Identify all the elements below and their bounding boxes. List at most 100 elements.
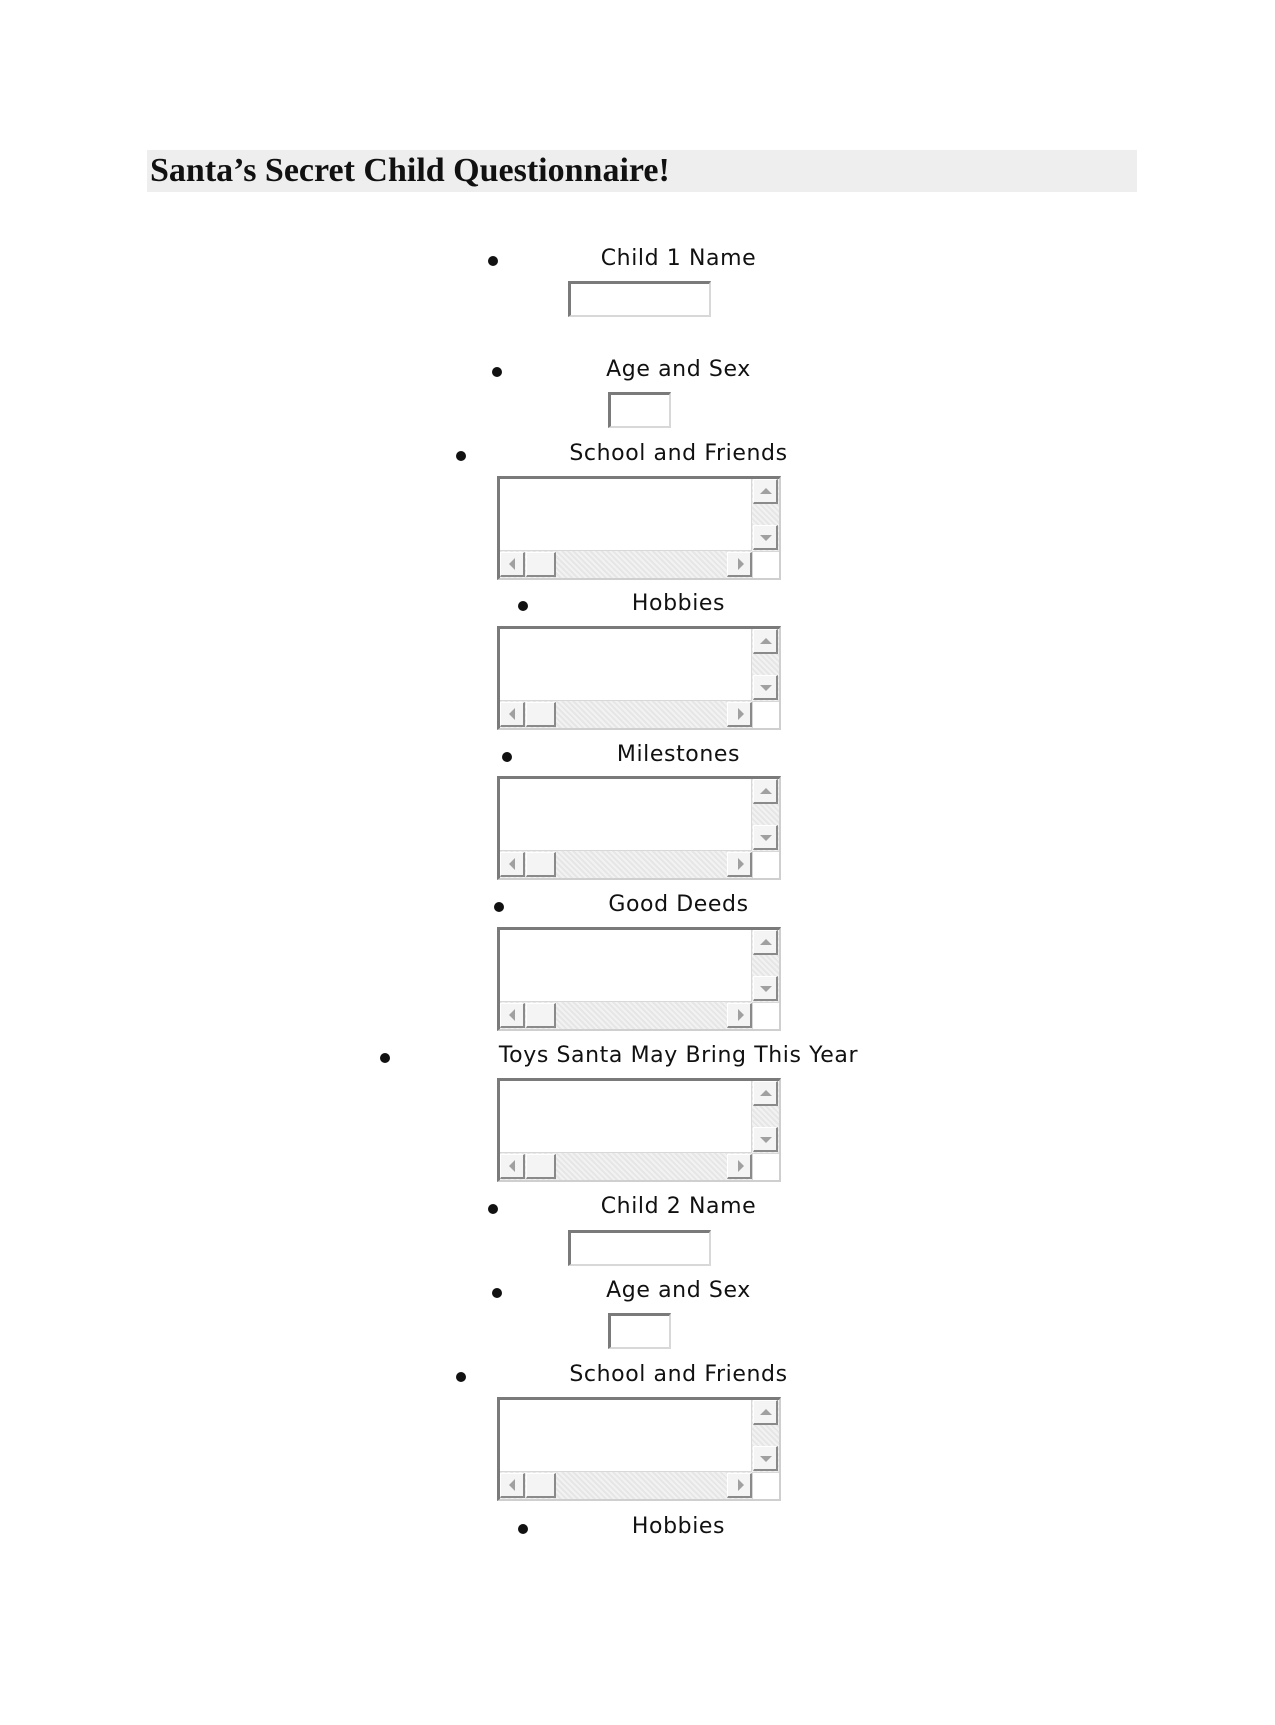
field-label-child-1-name: Child 1 Name — [600, 246, 757, 271]
arrow-down-icon — [760, 986, 772, 992]
page-title: Santa’s Secret Child Questionnaire! — [150, 152, 670, 189]
horizontal-scrollbar[interactable] — [500, 1471, 752, 1499]
child-1-age-sex-input[interactable] — [608, 392, 671, 428]
bullet — [488, 256, 498, 266]
scroll-right-button[interactable] — [727, 852, 752, 877]
field-label-milestones: Milestones — [616, 742, 741, 767]
vertical-scrollbar[interactable] — [751, 1081, 779, 1153]
horizontal-scrollbar[interactable] — [500, 1001, 752, 1029]
arrow-down-icon — [760, 1137, 772, 1143]
scroll-thumb[interactable] — [526, 552, 556, 577]
horizontal-scrollbar[interactable] — [500, 850, 752, 878]
bullet — [456, 451, 466, 461]
child-1-good-deeds-textarea[interactable] — [497, 927, 781, 1031]
scroll-up-button[interactable] — [753, 779, 778, 804]
scroll-thumb[interactable] — [526, 702, 556, 727]
field-label-hobbies: Hobbies — [631, 1514, 726, 1539]
vertical-scrollbar[interactable] — [751, 930, 779, 1002]
title-bar: Santa’s Secret Child Questionnaire! — [147, 150, 1137, 192]
arrow-down-icon — [760, 835, 772, 841]
field-label-child-2-name: Child 2 Name — [600, 1194, 757, 1219]
scrollbar-corner — [752, 551, 779, 578]
arrow-down-icon — [760, 1456, 772, 1462]
scrollbar-corner — [752, 1002, 779, 1029]
child-1-name-input[interactable] — [568, 281, 711, 317]
arrow-right-icon — [738, 708, 744, 720]
field-label-age-and-sex: Age and Sex — [606, 1278, 751, 1303]
bullet — [456, 1372, 466, 1382]
child-2-age-sex-input[interactable] — [608, 1313, 671, 1349]
scroll-left-button[interactable] — [500, 552, 525, 577]
arrow-left-icon — [509, 1160, 515, 1172]
horizontal-scrollbar[interactable] — [500, 1152, 752, 1180]
bullet — [380, 1053, 390, 1063]
arrow-up-icon — [760, 638, 772, 644]
horizontal-scrollbar[interactable] — [500, 700, 752, 728]
scroll-left-button[interactable] — [500, 1003, 525, 1028]
scroll-down-button[interactable] — [753, 1127, 778, 1152]
child-1-school-friends-textarea[interactable] — [497, 476, 781, 580]
scroll-left-button[interactable] — [500, 1473, 525, 1498]
arrow-right-icon — [738, 1160, 744, 1172]
field-label-age-and-sex: Age and Sex — [606, 357, 751, 382]
scroll-right-button[interactable] — [727, 1154, 752, 1179]
arrow-left-icon — [509, 858, 515, 870]
scroll-right-button[interactable] — [727, 1473, 752, 1498]
arrow-left-icon — [509, 1479, 515, 1491]
child-2-school-friends-textarea[interactable] — [497, 1397, 781, 1501]
vertical-scrollbar[interactable] — [751, 479, 779, 551]
field-label-school-and-friends: School and Friends — [569, 1362, 788, 1387]
scroll-down-button[interactable] — [753, 976, 778, 1001]
scroll-right-button[interactable] — [727, 702, 752, 727]
bullet — [502, 752, 512, 762]
arrow-up-icon — [760, 1090, 772, 1096]
scroll-down-button[interactable] — [753, 825, 778, 850]
vertical-scrollbar[interactable] — [751, 779, 779, 851]
field-label-toys: Toys Santa May Bring This Year — [498, 1043, 859, 1068]
scroll-left-button[interactable] — [500, 852, 525, 877]
scroll-right-button[interactable] — [727, 552, 752, 577]
scroll-up-button[interactable] — [753, 1400, 778, 1425]
scroll-thumb[interactable] — [526, 1003, 556, 1028]
bullet — [518, 601, 528, 611]
arrow-right-icon — [738, 1009, 744, 1021]
scroll-right-button[interactable] — [727, 1003, 752, 1028]
scroll-up-button[interactable] — [753, 479, 778, 504]
scroll-up-button[interactable] — [753, 930, 778, 955]
scroll-thumb[interactable] — [526, 852, 556, 877]
child-1-milestones-textarea[interactable] — [497, 776, 781, 880]
scroll-left-button[interactable] — [500, 1154, 525, 1179]
scrollbar-corner — [752, 1472, 779, 1499]
scroll-down-button[interactable] — [753, 525, 778, 550]
field-label-school-and-friends: School and Friends — [569, 441, 788, 466]
scrollbar-corner — [752, 701, 779, 728]
field-label-good-deeds: Good Deeds — [608, 892, 749, 917]
bullet — [494, 902, 504, 912]
scroll-up-button[interactable] — [753, 629, 778, 654]
scroll-thumb[interactable] — [526, 1154, 556, 1179]
scroll-down-button[interactable] — [753, 1446, 778, 1471]
arrow-left-icon — [509, 1009, 515, 1021]
arrow-up-icon — [760, 788, 772, 794]
arrow-up-icon — [760, 488, 772, 494]
scroll-up-button[interactable] — [753, 1081, 778, 1106]
bullet — [492, 367, 502, 377]
scroll-left-button[interactable] — [500, 702, 525, 727]
arrow-up-icon — [760, 939, 772, 945]
child-2-name-input[interactable] — [568, 1230, 711, 1266]
arrow-down-icon — [760, 685, 772, 691]
bullet — [492, 1288, 502, 1298]
vertical-scrollbar[interactable] — [751, 1400, 779, 1472]
arrow-right-icon — [738, 858, 744, 870]
arrow-right-icon — [738, 1479, 744, 1491]
scroll-down-button[interactable] — [753, 675, 778, 700]
arrow-right-icon — [738, 558, 744, 570]
scroll-thumb[interactable] — [526, 1473, 556, 1498]
arrow-up-icon — [760, 1409, 772, 1415]
arrow-left-icon — [509, 558, 515, 570]
scrollbar-corner — [752, 1153, 779, 1180]
child-1-hobbies-textarea[interactable] — [497, 626, 781, 730]
child-1-toys-textarea[interactable] — [497, 1078, 781, 1182]
vertical-scrollbar[interactable] — [751, 629, 779, 701]
horizontal-scrollbar[interactable] — [500, 550, 752, 578]
